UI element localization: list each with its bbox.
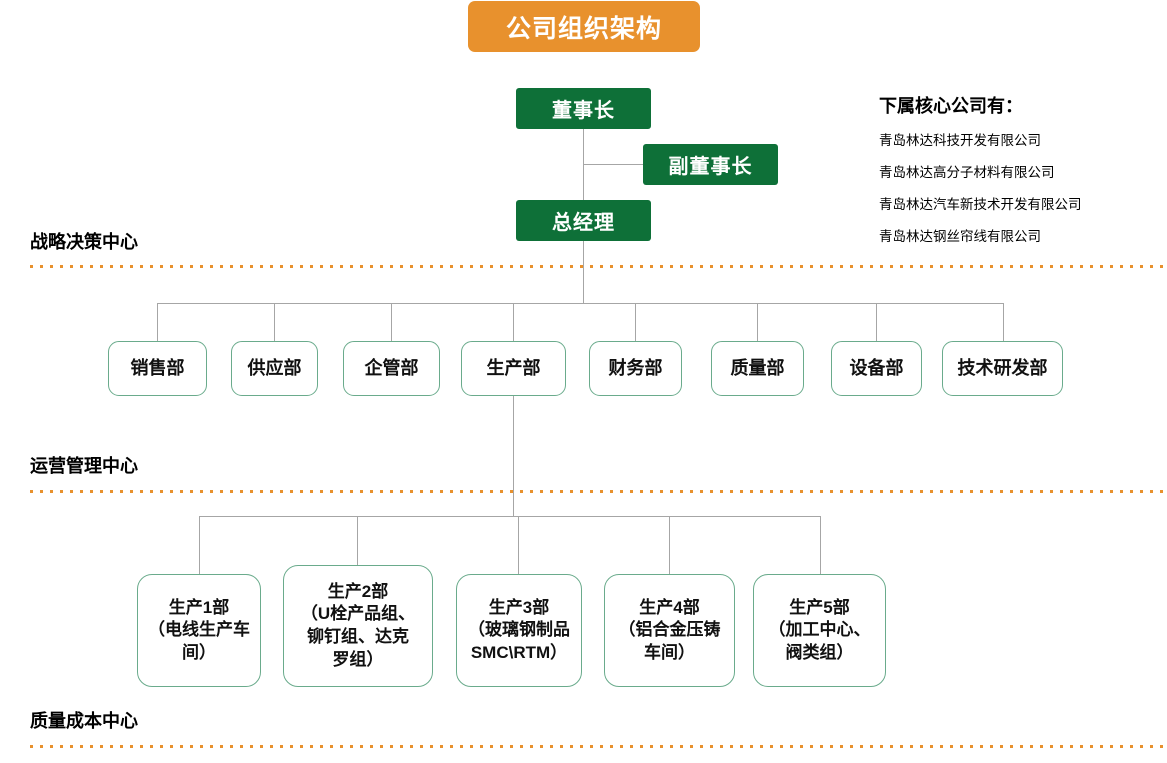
connector-drop-quality <box>757 303 758 341</box>
page-title: 公司组织架构 <box>468 1 700 52</box>
section-label-quality-cost: 质量成本中心 <box>30 711 138 731</box>
production-unit-box-1[interactable]: 生产1部 （电线生产车 间） <box>137 574 261 687</box>
connector-drop-production-unit-3 <box>518 516 519 574</box>
department-box-rnd[interactable]: 技术研发部 <box>942 341 1063 396</box>
department-bus <box>157 303 1003 304</box>
general-manager-box[interactable]: 总经理 <box>516 200 651 241</box>
divider-quality-cost <box>30 745 1167 748</box>
connector-gm-to-department-bus <box>583 241 584 303</box>
department-box-equipment[interactable]: 设备部 <box>831 341 922 396</box>
connector-drop-enterprise <box>391 303 392 341</box>
connector-drop-finance <box>635 303 636 341</box>
production-unit-box-5[interactable]: 生产5部 （加工中心、 阀类组） <box>753 574 886 687</box>
department-box-supply[interactable]: 供应部 <box>231 341 318 396</box>
divider-strategy <box>30 265 1167 268</box>
department-box-production[interactable]: 生产部 <box>461 341 566 396</box>
department-box-sales[interactable]: 销售部 <box>108 341 207 396</box>
chairman-box[interactable]: 董事长 <box>516 88 651 129</box>
subsidiary-item: 青岛林达钢丝帘线有限公司 <box>879 229 1041 244</box>
divider-operations <box>30 490 1167 493</box>
subsidiary-item: 青岛林达高分子材料有限公司 <box>879 165 1055 180</box>
subsidiary-item: 青岛林达科技开发有限公司 <box>879 133 1041 148</box>
subsidiary-list: 下属核心公司有： 青岛林达科技开发有限公司 青岛林达高分子材料有限公司 青岛林达… <box>879 92 1159 257</box>
subsidiary-list-title: 下属核心公司有： <box>879 96 1023 116</box>
department-box-quality[interactable]: 质量部 <box>711 341 804 396</box>
connector-drop-production-unit-5 <box>820 516 821 574</box>
section-label-strategy: 战略决策中心 <box>30 232 138 252</box>
production-unit-box-4[interactable]: 生产4部 （铝合金压铸 车间） <box>604 574 735 687</box>
connector-drop-rnd <box>1003 303 1004 341</box>
connector-drop-production-unit-4 <box>669 516 670 574</box>
department-box-enterprise-management[interactable]: 企管部 <box>343 341 440 396</box>
connector-drop-supply <box>274 303 275 341</box>
connector-drop-equipment <box>876 303 877 341</box>
section-label-operations: 运营管理中心 <box>30 456 138 476</box>
connector-drop-sales <box>157 303 158 341</box>
vice-chairman-box[interactable]: 副董事长 <box>643 144 778 185</box>
production-unit-box-3[interactable]: 生产3部 （玻璃钢制品 SMC\RTM） <box>456 574 582 687</box>
connector-drop-production <box>513 303 514 341</box>
connector-production-to-unit-bus <box>513 396 514 516</box>
connector-drop-production-unit-1 <box>199 516 200 574</box>
production-unit-bus <box>199 516 820 517</box>
connector-spine-vice-chairman <box>583 164 643 165</box>
department-box-finance[interactable]: 财务部 <box>589 341 682 396</box>
production-unit-box-2[interactable]: 生产2部 （U栓产品组、 铆钉组、达克 罗组） <box>283 565 433 687</box>
subsidiary-item: 青岛林达汽车新技术开发有限公司 <box>879 197 1082 212</box>
connector-drop-production-unit-2 <box>357 516 358 574</box>
